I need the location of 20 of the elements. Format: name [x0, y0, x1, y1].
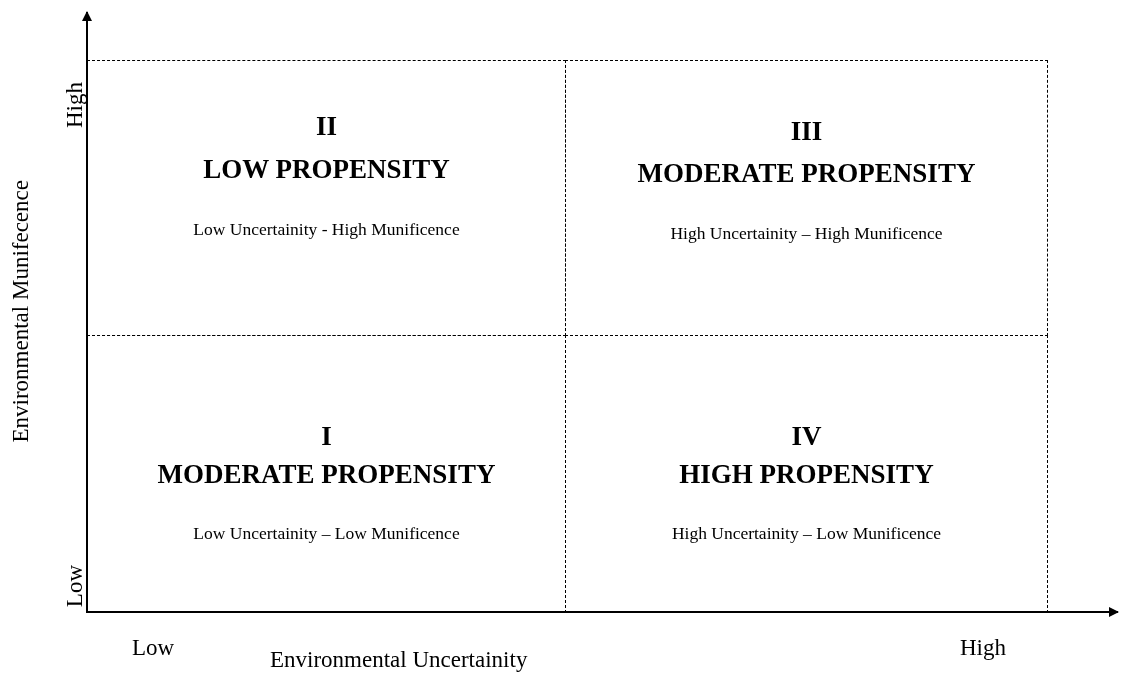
quadrant-number: I: [321, 421, 332, 451]
quadrant-description: High Uncertainity – High Munificence: [670, 222, 943, 244]
quadrant-box: [87, 60, 566, 336]
quadrant-description: Low Uncertainity – Low Munificence: [193, 522, 460, 544]
quadrant-description: Low Uncertainity - High Munificence: [193, 218, 460, 240]
quadrant-number: III: [790, 116, 823, 146]
quadrant-number: II: [316, 111, 337, 141]
axis-tick-label: High: [960, 635, 1006, 661]
axis-tick-label: Low: [62, 565, 88, 608]
axis-title: Environmental Munifecence: [8, 180, 34, 443]
axis-tick-label: Low: [132, 635, 175, 661]
quadrant-description: High Uncertainity – Low Munificence: [671, 522, 942, 544]
quadrant-title: MODERATE PROPENSITY: [157, 459, 496, 489]
quadrant-title: MODERATE PROPENSITY: [637, 158, 976, 188]
axis-title: Environmental Uncertainity: [270, 647, 528, 673]
quadrant-box: [565, 60, 1048, 336]
quadrant-title: LOW PROPENSITY: [203, 154, 450, 184]
quadrant-number: IV: [791, 421, 822, 451]
axis-tick-label: High: [62, 82, 88, 128]
quadrant-title: HIGH PROPENSITY: [679, 459, 934, 489]
